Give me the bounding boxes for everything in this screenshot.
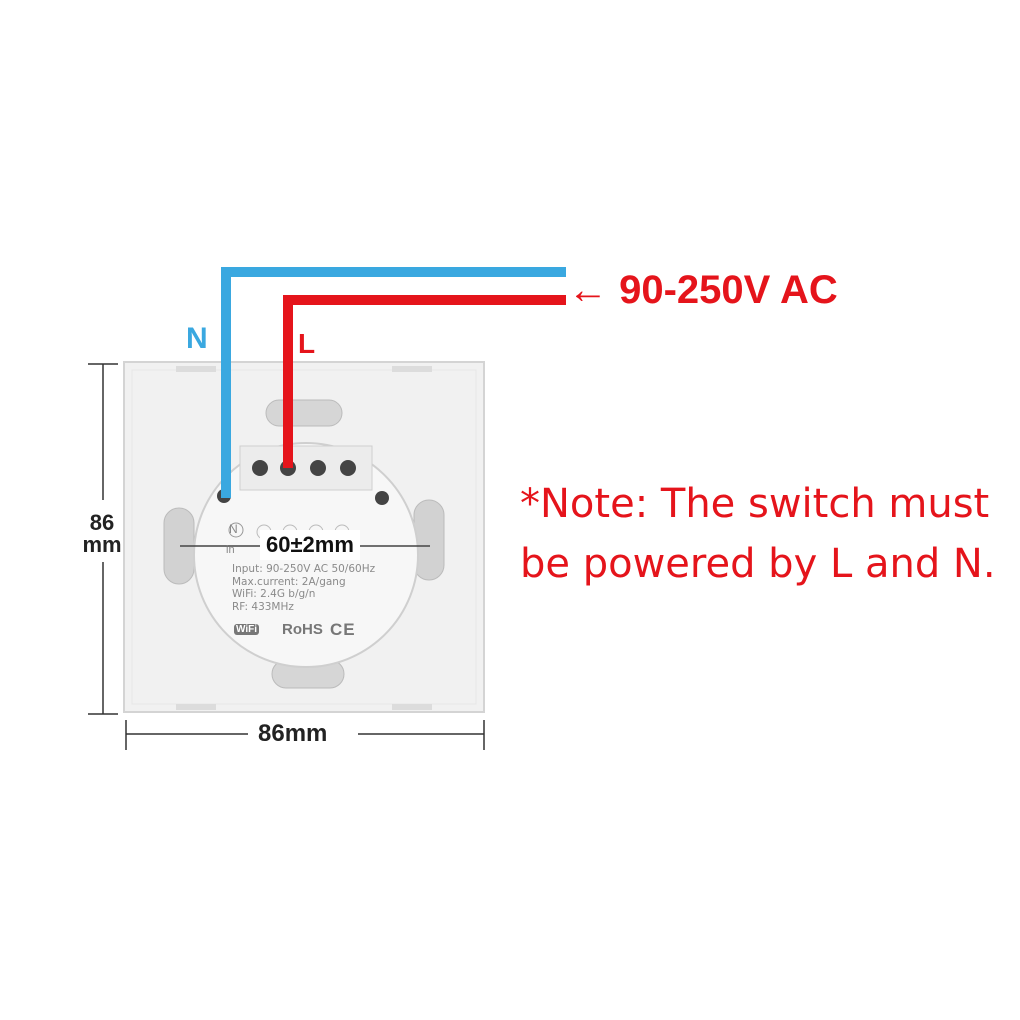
mounting-dimension-label: 60±2mm (266, 532, 354, 557)
latch-mark (392, 704, 432, 710)
spec-line: Max.current: 2A/gang (232, 575, 346, 588)
spec-line: RF: 433MHz (232, 600, 294, 613)
terminal-marking (228, 522, 244, 538)
neutral-label: N (186, 322, 208, 355)
neutral-wire (221, 267, 566, 498)
latch-mark (176, 704, 216, 710)
latch-mark (392, 366, 432, 372)
mounting-slot-right (413, 499, 445, 581)
spec-line: WiFi: 2.4G b/g/n (232, 588, 316, 600)
rohs-mark: RoHS (282, 621, 323, 638)
terminal-n-marking: N (229, 522, 238, 536)
screw-terminal (252, 460, 268, 476)
power-note-line: *Note: The switch must (520, 481, 990, 527)
latch-mark (176, 366, 216, 372)
live-wire (283, 295, 566, 468)
plate-inner-edge (131, 369, 477, 705)
width-dimension-label: 86mm (258, 720, 328, 747)
power-note: *Note: The switch must be powered by L a… (520, 474, 996, 594)
spec-line: Input: 90-250V AC 50/60Hz (232, 563, 376, 575)
device-spec-text: Input: 90-250V AC 50/60Hz Max.current: 2… (232, 563, 375, 613)
screw-terminal (375, 491, 389, 505)
screw-terminal (340, 460, 356, 476)
screw-terminal (310, 460, 326, 476)
mounting-slot-top (265, 399, 343, 427)
ce-mark: CE (330, 620, 356, 639)
wifi-badge: WiFi (234, 624, 260, 635)
height-dimension-label: 86 mm (82, 510, 122, 557)
power-note-line: be powered by L and N. (520, 541, 996, 587)
terminal-in-marking: in (226, 544, 235, 556)
live-label: L (298, 328, 316, 359)
supply-voltage-label: ← 90-250V AC (568, 268, 838, 312)
mounting-dimension-label-bg (260, 530, 360, 560)
